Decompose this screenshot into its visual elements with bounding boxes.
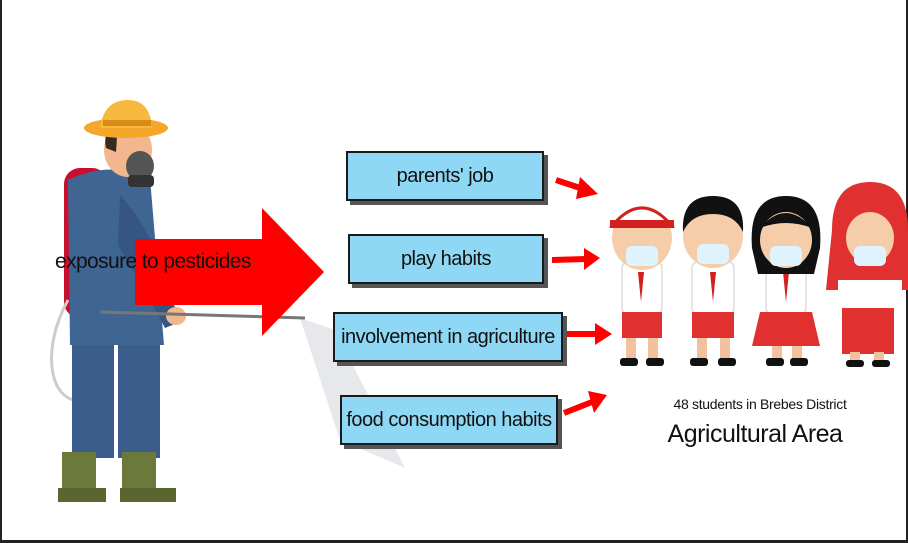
left-leg: [72, 340, 114, 458]
right-leg: [118, 340, 160, 458]
left-boot: [62, 452, 96, 492]
students-count-caption: 48 students in Brebes District: [673, 396, 847, 412]
right-boot: [122, 452, 156, 492]
factor-arrow-1: [555, 177, 598, 199]
factor-box-food-consumption-habits: food consumption habits: [340, 395, 558, 445]
agricultural-area-caption: Agricultural Area: [667, 420, 843, 448]
hand: [166, 307, 186, 325]
exposure-label: exposure to pesticides: [55, 250, 251, 273]
gas-mask: [126, 151, 154, 181]
student-3: [751, 196, 821, 366]
frame-border-left: [0, 0, 2, 543]
frame-border-bottom: [0, 540, 908, 543]
factor-box-parents-job: parents' job: [346, 151, 544, 201]
factor-arrow-4: [562, 391, 607, 416]
exposure-arrow: [135, 208, 324, 336]
students-group-icon: [608, 182, 908, 367]
student-2: [682, 196, 744, 366]
factor-box-play-habits: play habits: [348, 234, 544, 284]
factor-box-involvement-in-agriculture: involvement in agriculture: [333, 312, 563, 362]
factor-arrow-3: [566, 323, 612, 345]
student-1: [608, 206, 676, 366]
factor-arrow-2: [551, 248, 600, 270]
student-4: [826, 182, 908, 367]
